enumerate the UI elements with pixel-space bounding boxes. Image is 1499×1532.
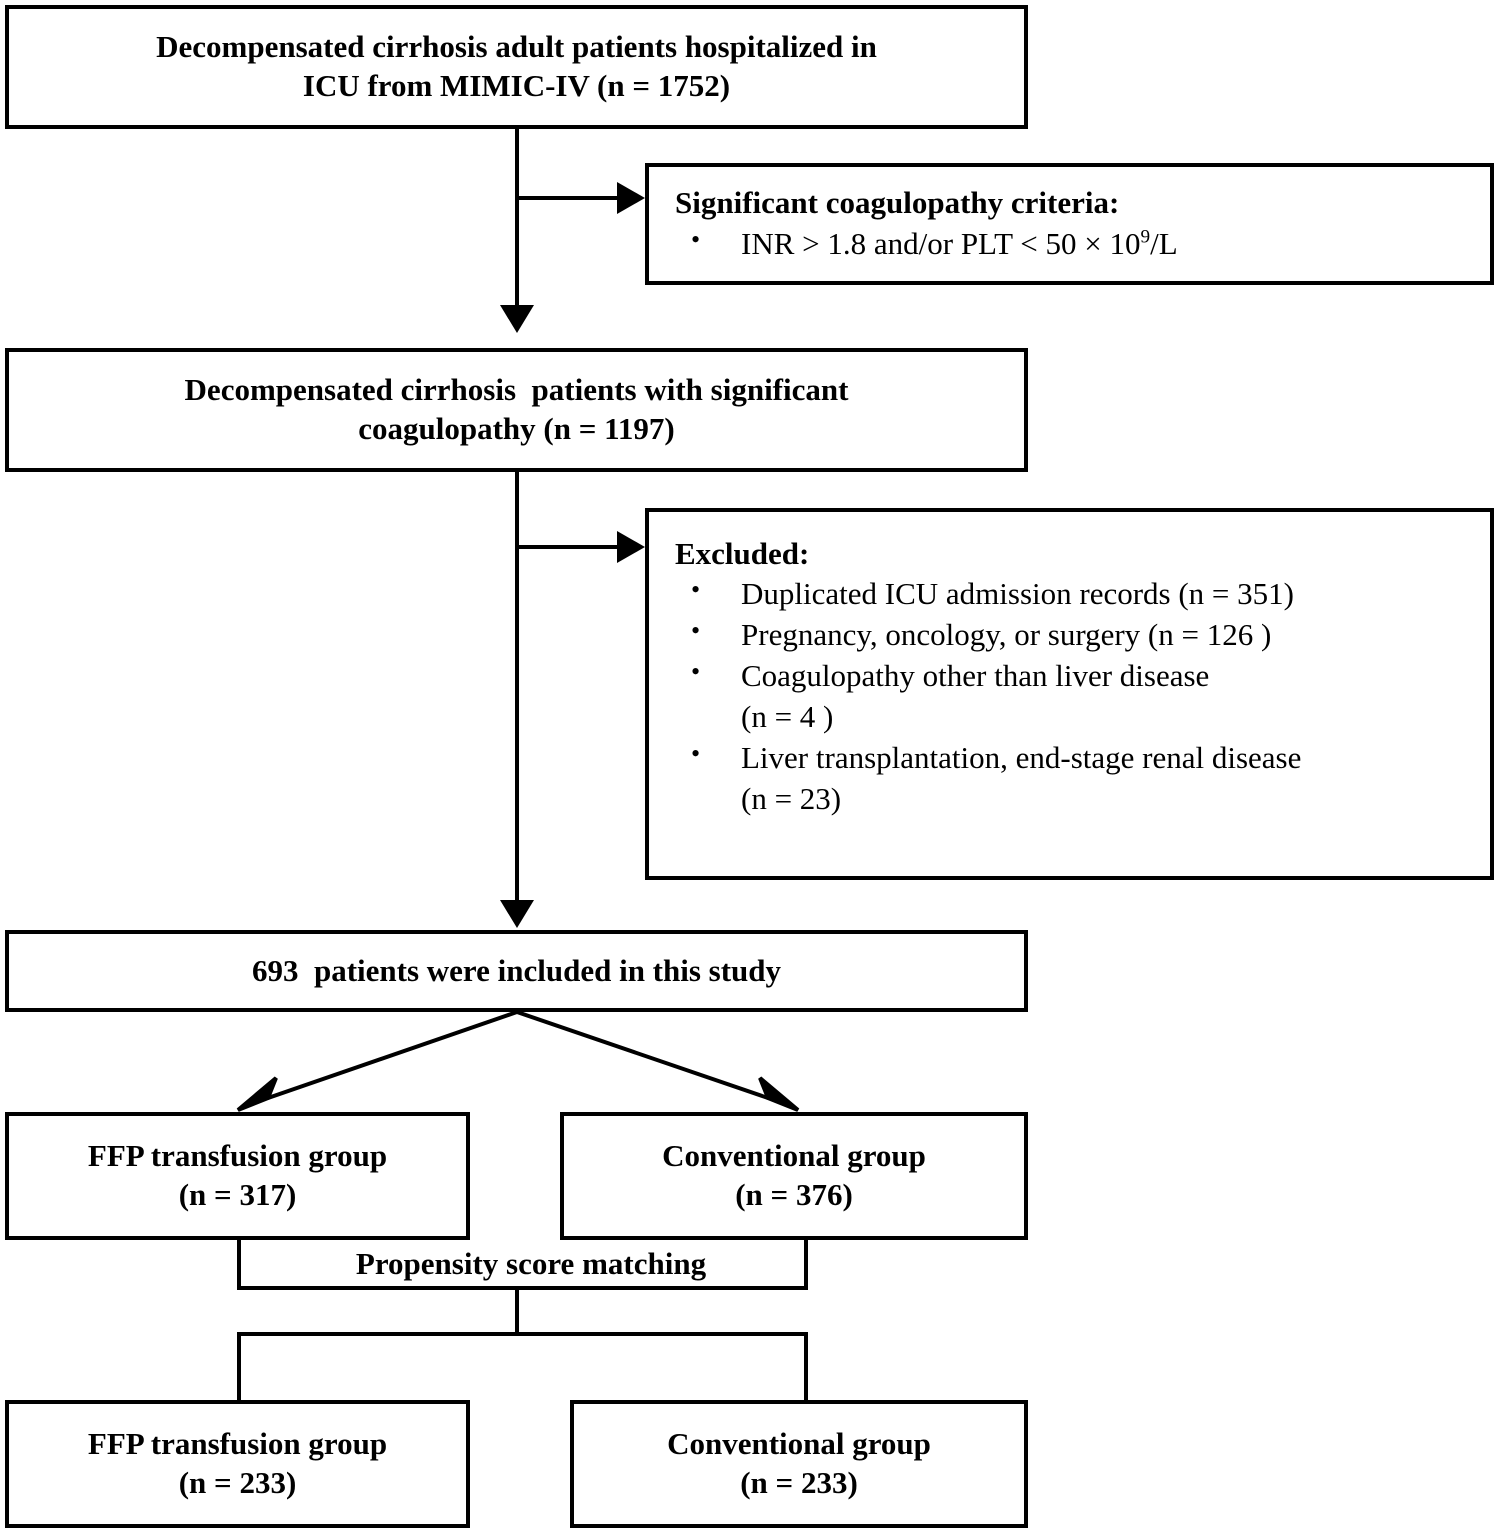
criteria-bullet-0-text: INR > 1.8 and/or PLT < 50 × 109/L (741, 225, 1178, 261)
criteria-bullet-0: INR > 1.8 and/or PLT < 50 × 109/L (683, 223, 1480, 265)
node-coagulopathy-cohort: Decompensated cirrhosis patients with si… (5, 348, 1028, 472)
post-bracket-right (804, 1332, 808, 1402)
arrow-coagulopathy-to-excluded (617, 531, 645, 563)
arrow-source-to-coagulopathy (500, 305, 534, 333)
excluded-bullet-1-text: Pregnancy, oncology, or surgery (n = 126… (741, 617, 1272, 653)
criteria-heading: Significant coagulopathy criteria: (675, 185, 1120, 221)
coagulopathy-cohort-line1: Decompensated cirrhosis patients with si… (184, 372, 849, 408)
excluded-bullet-1: Pregnancy, oncology, or surgery (n = 126… (683, 614, 1480, 656)
connector-coagulopathy-to-excluded (517, 545, 622, 549)
source-cohort-line1: Decompensated cirrhosis adult patients h… (156, 29, 877, 65)
connector-psm-to-post (515, 1286, 519, 1336)
criteria-bullet-list: INR > 1.8 and/or PLT < 50 × 109/L (649, 223, 1490, 265)
connector-source-to-coagulopathy (515, 128, 519, 308)
node-source-cohort: Decompensated cirrhosis adult patients h… (5, 5, 1028, 129)
post-bracket-left (237, 1332, 241, 1402)
excluded-bullet-3: Liver transplantation, end-stage renal d… (683, 737, 1480, 820)
connector-source-to-criteria (517, 196, 622, 200)
ffp-pre-line2: (n = 317) (178, 1177, 297, 1212)
conventional-post-line1: Conventional group (667, 1426, 931, 1462)
excluded-bullet-2: Coagulopathy other than liver disease (n… (683, 655, 1480, 738)
node-ffp-pre: FFP transfusion group (n = 317) (5, 1112, 470, 1240)
source-cohort-line2: ICU from MIMIC-IV (n = 1752) (302, 68, 731, 103)
conventional-pre-line1: Conventional group (662, 1138, 926, 1174)
node-conventional-pre: Conventional group (n = 376) (560, 1112, 1028, 1240)
node-conventional-post: Conventional group (n = 233) (570, 1400, 1028, 1528)
arrow-coagulopathy-to-included (500, 900, 534, 928)
coagulopathy-cohort-line2: coagulopathy (n = 1197) (358, 411, 675, 446)
ffp-post-line2: (n = 233) (178, 1465, 297, 1500)
node-included: 693 patients were included in this study (5, 930, 1028, 1012)
split-arrows (236, 1010, 800, 1112)
node-criteria: Significant coagulopathy criteria: INR >… (645, 163, 1494, 285)
post-bracket-top (237, 1332, 808, 1336)
node-excluded: Excluded: Duplicated ICU admission recor… (645, 508, 1494, 880)
psm-bracket-bottom (237, 1286, 808, 1290)
excluded-bullet-0-text: Duplicated ICU admission records (n = 35… (741, 576, 1294, 612)
conventional-pre-line2: (n = 376) (735, 1177, 853, 1212)
conventional-post-line2: (n = 233) (740, 1465, 858, 1500)
excluded-heading: Excluded: (675, 536, 810, 571)
excluded-bullet-3-text: Liver transplantation, end-stage renal d… (741, 739, 1302, 816)
ffp-post-line1: FFP transfusion group (87, 1426, 388, 1462)
excluded-bullet-list: Duplicated ICU admission records (n = 35… (649, 573, 1490, 820)
excluded-bullet-2-text: Coagulopathy other than liver disease (n… (741, 658, 1210, 735)
psm-bracket-right (804, 1240, 808, 1290)
arrow-source-to-criteria (617, 182, 645, 214)
excluded-bullet-0: Duplicated ICU admission records (n = 35… (683, 573, 1480, 615)
included-line1: 693 patients were included in this study (251, 952, 782, 988)
ffp-pre-line1: FFP transfusion group (87, 1138, 388, 1174)
psm-bracket-left (237, 1240, 241, 1290)
connector-coagulopathy-to-included (515, 472, 519, 902)
node-ffp-post: FFP transfusion group (n = 233) (5, 1400, 470, 1528)
psm-label: Propensity score matching (278, 1248, 784, 1279)
